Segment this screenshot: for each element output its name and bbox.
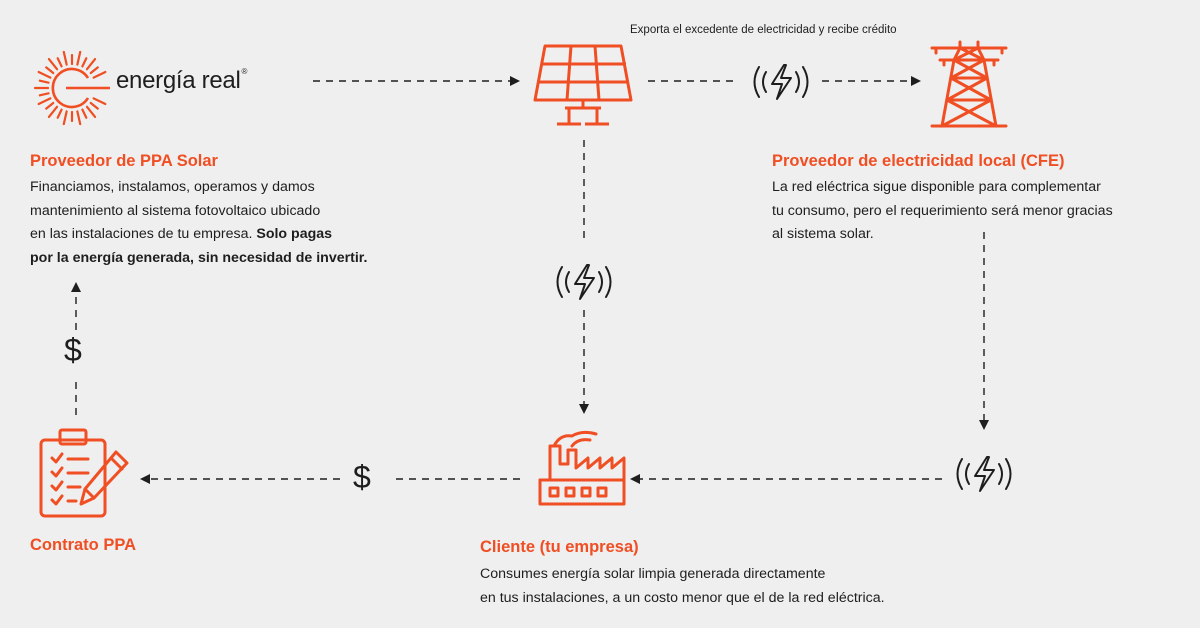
sun-ray (81, 108, 88, 119)
sun-ray (37, 70, 52, 79)
provider-line-4: por la energía generada, sin necesidad d… (30, 247, 367, 271)
electricity-icon (753, 64, 809, 100)
sun-ray (92, 97, 107, 106)
sun-ray (92, 70, 107, 79)
utility-title: Proveedor de electricidad local (CFE) (772, 152, 1065, 170)
sun-ray (45, 66, 55, 75)
client-line-2: en tus instalaciones, a un costo menor q… (480, 589, 885, 606)
client-description: Consumes energía solar limpia generada d… (480, 563, 885, 610)
client-line-1: Consumes energía solar limpia generada d… (480, 566, 826, 582)
sun-ray (81, 57, 88, 68)
contract-title: Contrato PPA (30, 536, 137, 554)
utility-line-2: tu consumo, pero el requerimiento será m… (772, 202, 1113, 219)
payment-symbol-vertical: $ (64, 332, 82, 368)
export-caption: Exporta el excedente de electricidad y r… (630, 24, 897, 36)
contract-icon (39, 428, 129, 518)
arrow-icon (911, 76, 921, 86)
sun-ray (38, 92, 50, 97)
sun-ray (38, 79, 50, 84)
registered-mark: ® (241, 67, 248, 76)
sun-ray (47, 57, 59, 71)
electricity-icon (556, 264, 612, 300)
client-title: Cliente (tu empresa) (480, 538, 639, 556)
sun-ray (37, 97, 52, 106)
sun-ray (56, 57, 63, 68)
utility-line-1: La red eléctrica sigue disponible para c… (772, 179, 1101, 195)
solar-panel-icon (533, 44, 633, 126)
sun-ray (56, 108, 63, 119)
logo-name: energía real (116, 67, 241, 94)
arrow-icon (630, 474, 640, 484)
sun-ray (85, 57, 97, 71)
sun-ray (47, 105, 59, 119)
sun-ray (62, 110, 68, 126)
logo-wordmark: energía real® (116, 67, 247, 95)
sun-logo-icon (33, 50, 110, 126)
electricity-icon (956, 456, 1012, 492)
provider-description: Financiamos, instalamos, operamos y damo… (30, 176, 367, 270)
arrow-icon (510, 76, 520, 86)
arrow-icon (140, 474, 150, 484)
utility-description: La red eléctrica sigue disponible para c… (772, 176, 1113, 247)
sun-ray (85, 105, 97, 119)
power-tower-icon (930, 40, 1008, 128)
arrow-icon (979, 420, 989, 430)
provider-line-1: Financiamos, instalamos, operamos y damo… (30, 179, 315, 195)
provider-line-3: en las instalaciones de tu empresa. Solo… (30, 223, 367, 247)
sun-ray (89, 66, 99, 75)
provider-line-3-plain: en las instalaciones de tu empresa. (30, 226, 253, 242)
sun-ray (76, 110, 82, 126)
sun-ray (89, 101, 99, 110)
payment-symbol-horizontal: $ (353, 459, 371, 495)
provider-title: Proveedor de PPA Solar (30, 152, 218, 170)
provider-line-4-bold: por la energía generada, sin necesidad d… (30, 249, 368, 266)
sun-ray (62, 50, 68, 66)
provider-line-3-bold: Solo pagas (256, 226, 333, 242)
sun-ray (45, 101, 55, 110)
sun-ray (76, 50, 82, 66)
utility-line-3: al sistema solar. (772, 226, 874, 242)
arrow-icon (579, 404, 589, 414)
factory-icon (538, 430, 626, 506)
arrow-icon (71, 282, 81, 292)
provider-line-2: mantenimiento al sistema fotovoltaico ub… (30, 202, 321, 219)
